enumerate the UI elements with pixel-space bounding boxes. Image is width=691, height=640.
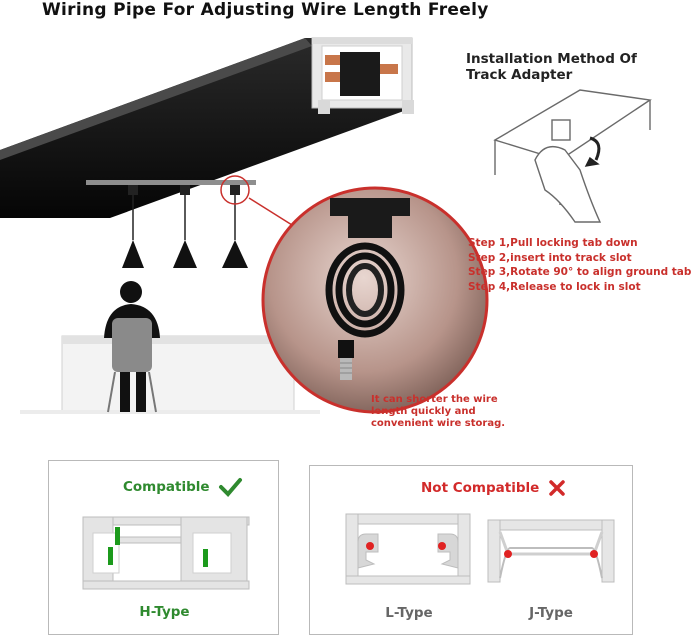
h-type-profile xyxy=(82,516,250,590)
step-2: Step 2,insert into track slot xyxy=(468,251,632,264)
chair xyxy=(112,318,152,372)
h-type-contact xyxy=(203,549,208,567)
compatible-header: Compatible xyxy=(123,477,243,497)
installation-steps: Step 1,Pull locking tab down Step 2,inse… xyxy=(468,236,691,294)
not-compatible-header: Not Compatible xyxy=(421,479,566,497)
cross-icon xyxy=(548,479,566,497)
check-icon xyxy=(218,477,243,497)
track-rail-highlight xyxy=(0,38,312,160)
track-illustration xyxy=(0,37,652,414)
h-type-contact xyxy=(108,547,113,565)
install-sketch xyxy=(493,89,652,223)
h-type-label: H-Type xyxy=(139,604,190,620)
not-compatible-panel: Not Compatible L-Type J-Type xyxy=(309,465,633,635)
page-title: Wiring Pipe For Adjusting Wire Length Fr… xyxy=(42,0,489,20)
track-rail xyxy=(0,38,412,218)
pendant-lamp xyxy=(122,240,144,268)
copper-conductor xyxy=(325,55,343,65)
mini-track xyxy=(86,180,256,185)
zoom-marker xyxy=(220,175,250,205)
step-3: Step 3,Rotate 90° to align ground tab xyxy=(468,266,691,278)
compatible-panel: Compatible H-Type xyxy=(48,460,279,635)
pendant-lamp xyxy=(222,240,248,268)
not-compatible-label: Not Compatible xyxy=(421,480,540,497)
step-1: Step 1,Pull locking tab down xyxy=(468,237,638,249)
j-type-contact xyxy=(504,550,512,558)
person-head xyxy=(120,281,142,303)
l-type-contact xyxy=(438,542,446,550)
counter xyxy=(61,335,295,413)
coiled-wire xyxy=(325,242,405,338)
copper-conductor xyxy=(325,72,343,82)
step-4: Step 4,Release to lock in slot xyxy=(468,280,641,293)
h-type-contact xyxy=(115,527,120,545)
pendant-lamp xyxy=(173,240,197,268)
compatible-label: Compatible xyxy=(123,479,210,496)
l-type-label: L-Type xyxy=(385,605,433,621)
copper-conductor xyxy=(380,64,398,74)
wire-storage-note: It can shorter the wire length quickly a… xyxy=(371,394,506,429)
adapter-closeup xyxy=(261,186,489,414)
l-type-profile xyxy=(345,513,471,585)
j-type-contact xyxy=(590,550,598,558)
j-type-profile xyxy=(487,519,615,583)
j-type-label: J-Type xyxy=(529,605,573,621)
installation-title: Installation Method Of Track Adapter xyxy=(466,51,637,83)
l-type-contact xyxy=(366,542,374,550)
